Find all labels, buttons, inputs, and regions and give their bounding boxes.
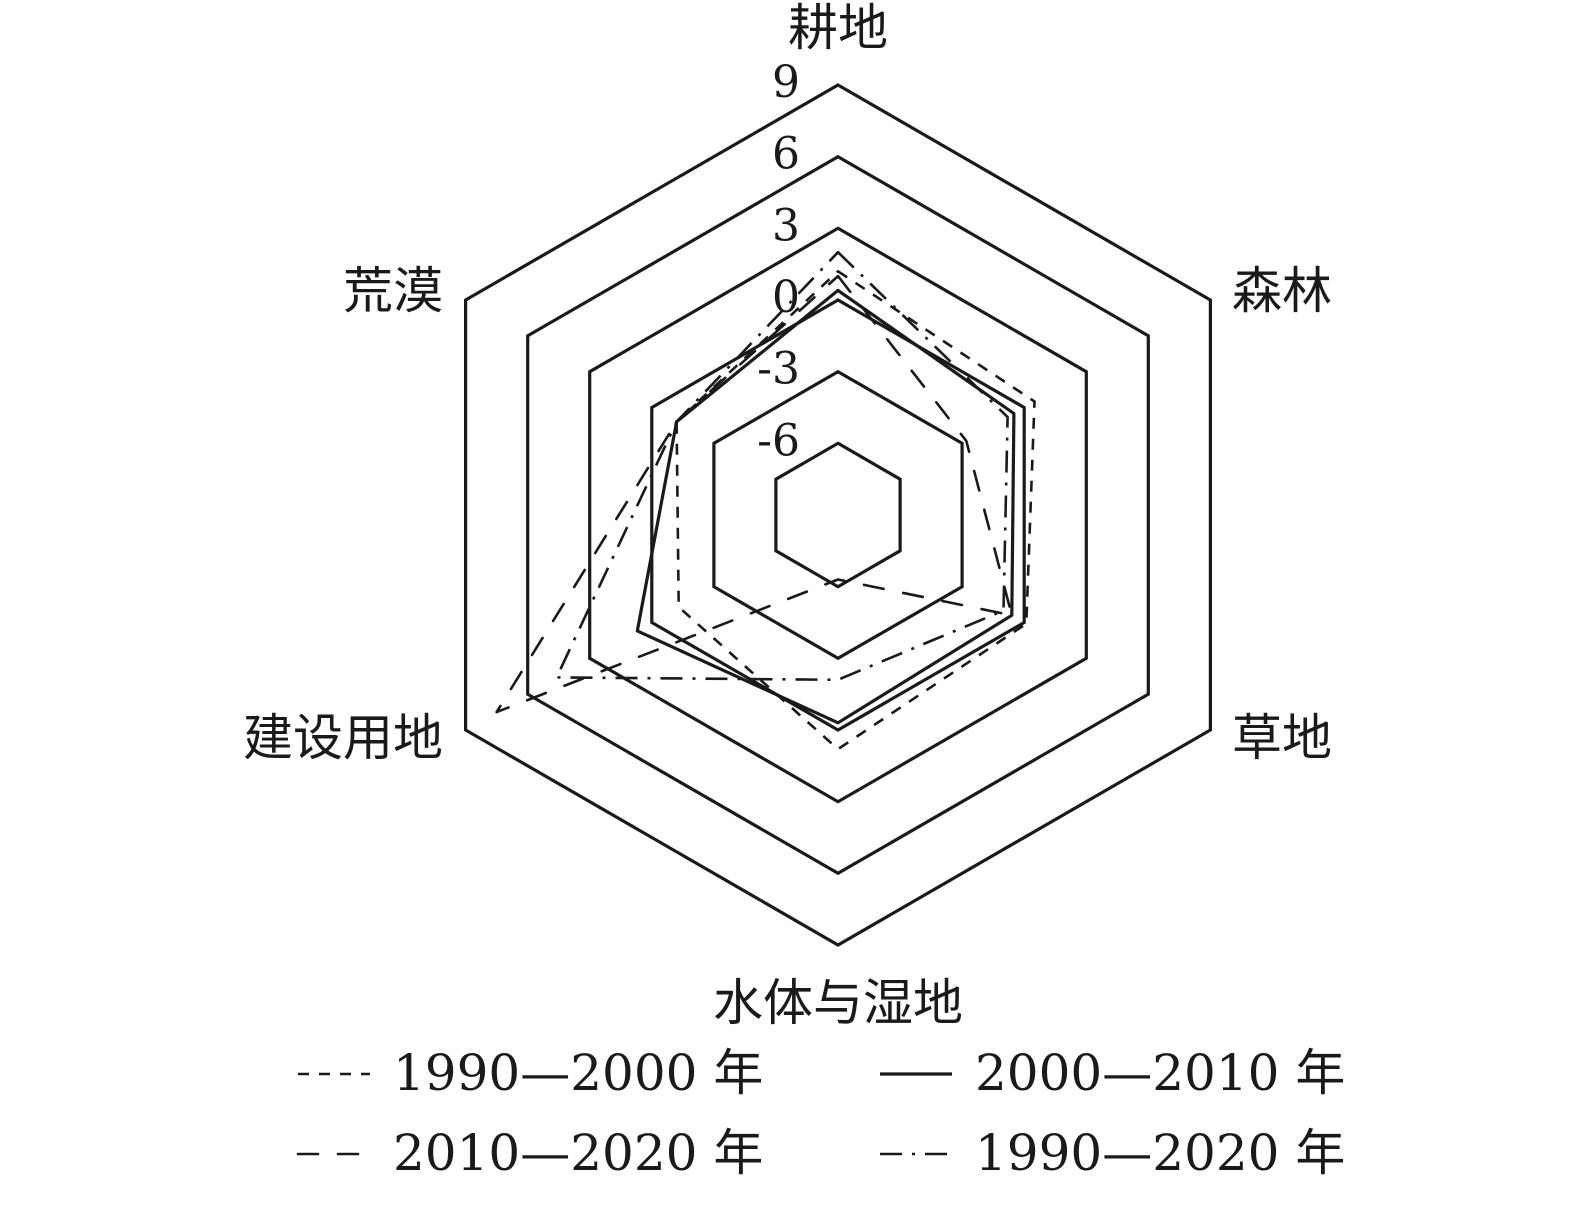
tick-label-3: 3 <box>772 200 800 251</box>
axis-label-3: 水体与湿地 <box>713 974 963 1032</box>
axis-label-1: 森林 <box>1232 262 1332 320</box>
legend-item-0: 1990—2000 年 <box>298 1044 763 1102</box>
tick-label-1: -3 <box>757 344 800 395</box>
chart-legend: 1990—2000 年 2000—2010 年 2010—2020 年 1990—20… <box>296 1044 1345 1182</box>
radar-grid <box>464 83 1213 947</box>
grid-ring-2 <box>650 298 1026 732</box>
legend-label-0: 1990—2000 年 <box>393 1044 763 1102</box>
axis-label-4: 建设用地 <box>243 709 443 767</box>
axis-label-5: 荒漠 <box>343 262 443 320</box>
grid-ring-0 <box>774 441 902 589</box>
radar-series <box>495 250 1036 751</box>
grid-ring-4 <box>526 154 1150 876</box>
series-3-polygon <box>555 250 1009 682</box>
grid-ring-5 <box>464 83 1213 947</box>
legend-label-3: 1990—2020 年 <box>975 1124 1345 1182</box>
tick-label-2: 0 <box>772 272 800 323</box>
legend-label-2: 2010—2020 年 <box>393 1124 763 1182</box>
series-1-polygon <box>635 288 1016 725</box>
radar-tick-labels: -6 -3 0 3 6 9 <box>757 57 800 466</box>
grid-ring-3 <box>588 226 1088 804</box>
axis-label-0: 耕地 <box>788 0 888 57</box>
tick-label-4: 6 <box>772 129 800 180</box>
legend-item-1: 2000—2010 年 <box>880 1044 1345 1102</box>
legend-item-3: 1990—2020 年 <box>880 1124 1345 1182</box>
series-0-polygon <box>675 269 1036 751</box>
tick-label-5: 9 <box>772 57 800 108</box>
legend-label-1: 2000—2010 年 <box>975 1044 1345 1102</box>
grid-ring-1 <box>712 369 964 661</box>
series-2-polygon <box>495 274 1014 714</box>
axis-label-2: 草地 <box>1232 709 1332 767</box>
legend-item-2: 2010—2020 年 <box>296 1124 763 1182</box>
tick-label-0: -6 <box>757 415 800 466</box>
